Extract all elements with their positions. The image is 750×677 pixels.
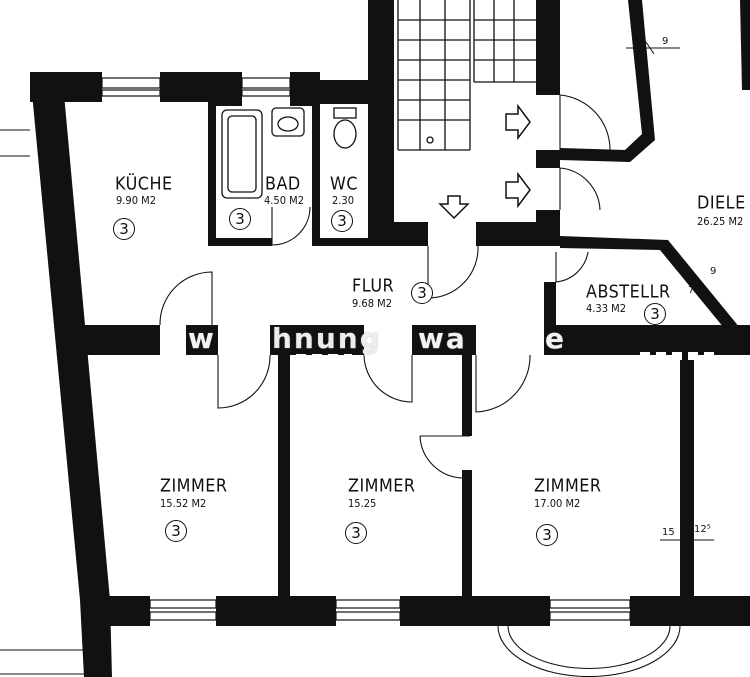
kueche-name: KÜCHE xyxy=(115,173,173,194)
radiator-marks xyxy=(88,258,714,362)
abstellr-name: ABSTELLR xyxy=(586,281,671,302)
dim-abst-a: 7 xyxy=(688,285,695,296)
diele-area: 26.25 M2 xyxy=(697,215,744,228)
zimmer3-name: ZIMMER xyxy=(534,475,602,496)
diele-name: DIELE xyxy=(697,192,746,213)
zimmer2-area: 15.25 xyxy=(348,497,377,510)
watermark-hnung: hnung xyxy=(272,322,382,355)
flur-area: 9.68 M2 xyxy=(352,297,393,310)
flur-badge: 3 xyxy=(411,282,433,304)
dim-top-right: 9 xyxy=(662,36,669,47)
dim-abst-b: 9 xyxy=(710,266,717,277)
kueche-area: 9.90 M2 xyxy=(116,194,157,207)
wc-area: 2.30 xyxy=(332,194,355,207)
zimmer2-name: ZIMMER xyxy=(348,475,416,496)
flur-name: FLUR xyxy=(352,275,395,296)
wc-name: WC xyxy=(330,173,358,194)
kueche-badge: 3 xyxy=(113,218,135,240)
wc-badge: 3 xyxy=(331,210,353,232)
dim-top-left: 7 xyxy=(632,36,639,47)
bad-name: BAD xyxy=(265,173,301,194)
windows xyxy=(101,77,631,621)
doors xyxy=(0,94,681,677)
watermark-e: e xyxy=(545,322,566,355)
bad-area: 4.50 M2 xyxy=(264,194,305,207)
zimmer2-badge: 3 xyxy=(345,522,367,544)
abstellr-area: 4.33 M2 xyxy=(586,302,627,315)
dimension-ticks xyxy=(626,41,717,547)
zimmer1-badge: 3 xyxy=(165,520,187,542)
fixtures xyxy=(221,0,536,199)
zimmer3-badge: 3 xyxy=(536,524,558,546)
watermark-wa: wa xyxy=(418,322,467,355)
abstellr-badge: 3 xyxy=(644,303,666,325)
dim-right-a: 15 xyxy=(662,527,675,538)
bad-badge: 3 xyxy=(229,208,251,230)
zimmer1-area: 15.52 M2 xyxy=(160,497,207,510)
arrows xyxy=(438,103,531,220)
walls xyxy=(30,0,750,677)
zimmer1-name: ZIMMER xyxy=(160,475,228,496)
zimmer3-area: 17.00 M2 xyxy=(534,497,581,510)
dim-right-b: 12⁵ xyxy=(694,524,711,535)
watermark-w: w xyxy=(188,322,216,355)
